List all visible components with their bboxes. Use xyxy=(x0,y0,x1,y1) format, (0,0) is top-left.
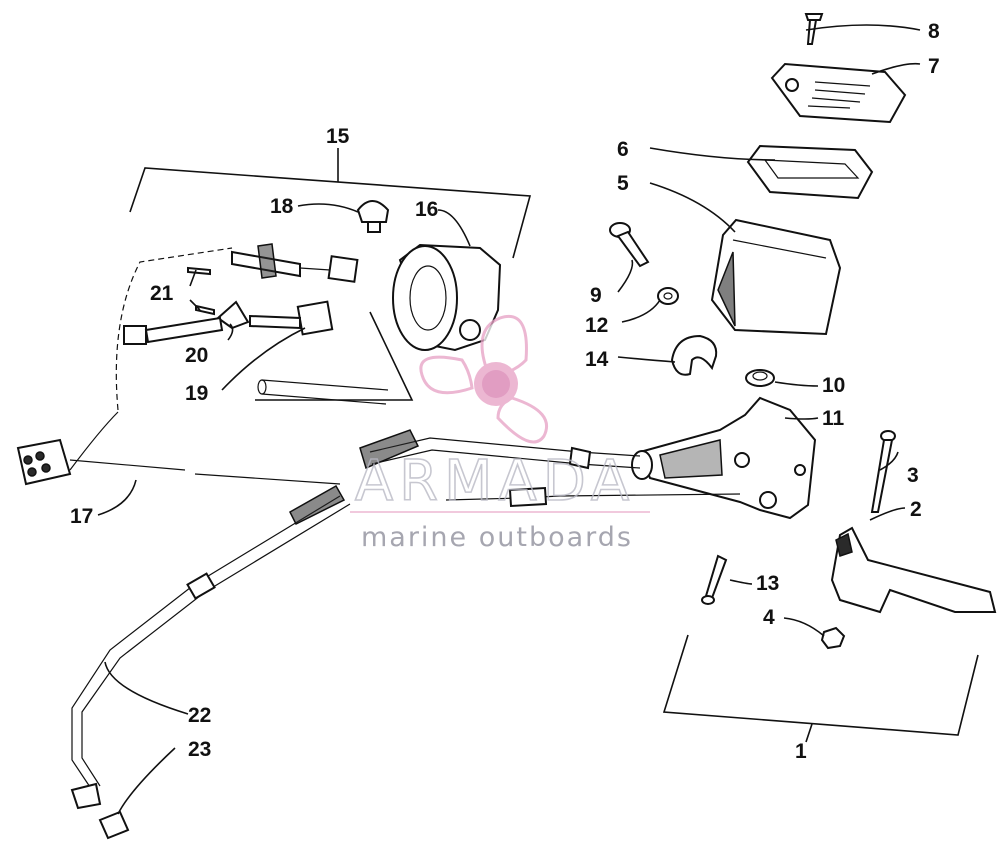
bracket-20 xyxy=(216,300,250,330)
callout-12: 12 xyxy=(585,314,608,337)
brand-watermark: ARMADA marine outboards xyxy=(350,315,650,553)
washer-12 xyxy=(657,287,679,305)
spare-tube xyxy=(257,379,389,405)
callout-6: 6 xyxy=(617,138,629,161)
leader-lines xyxy=(97,24,921,815)
housing-16 xyxy=(392,243,502,352)
diaphragm-6 xyxy=(746,144,874,200)
callout-16: 16 xyxy=(415,198,438,221)
brake-hose-22 xyxy=(70,484,351,810)
callout-1: 1 xyxy=(795,740,807,763)
nut-4 xyxy=(820,626,846,650)
reservoir-5 xyxy=(710,218,842,336)
propeller-logo-icon xyxy=(419,315,549,444)
lever-2 xyxy=(830,526,997,614)
callout-3: 3 xyxy=(907,464,919,487)
callout-7: 7 xyxy=(928,55,940,78)
oring-10 xyxy=(745,369,775,387)
callout-2: 2 xyxy=(910,498,922,521)
screws-21 xyxy=(187,266,215,316)
callout-10: 10 xyxy=(822,374,845,397)
brand-tagline: marine outboards xyxy=(361,522,633,553)
callout-15: 15 xyxy=(326,125,350,148)
callout-19: 19 xyxy=(185,382,208,405)
screw-8 xyxy=(804,13,824,45)
brand-name: ARMADA xyxy=(355,449,635,514)
wire-harness-17 xyxy=(16,247,233,486)
upper-hoses xyxy=(194,429,741,508)
group-bracket-15 xyxy=(129,148,532,401)
cover-7 xyxy=(770,62,907,124)
callout-5: 5 xyxy=(617,172,629,195)
master-cylinder-11 xyxy=(631,396,817,520)
callout-4: 4 xyxy=(763,606,775,629)
connector-upper xyxy=(231,243,359,283)
connector-19 xyxy=(123,300,334,345)
callout-labels: 8 7 6 5 9 12 14 10 11 3 2 13 4 1 15 18 1… xyxy=(70,20,940,763)
group-bracket-1 xyxy=(662,634,979,743)
callout-20: 20 xyxy=(185,344,208,367)
callout-13: 13 xyxy=(756,572,779,595)
screw-13 xyxy=(701,554,728,605)
clamp-14 xyxy=(670,334,718,376)
callout-8: 8 xyxy=(928,20,940,43)
callout-18: 18 xyxy=(270,195,294,218)
callout-17: 17 xyxy=(70,505,93,528)
callout-22: 22 xyxy=(188,704,211,727)
fitting-23 xyxy=(98,810,130,840)
bolt-9 xyxy=(609,222,650,268)
callout-14: 14 xyxy=(585,348,609,371)
callout-23: 23 xyxy=(188,738,211,761)
bulb-socket-18 xyxy=(356,200,390,233)
callout-21: 21 xyxy=(150,282,174,305)
bolt-3 xyxy=(870,430,896,513)
callout-11: 11 xyxy=(822,407,845,430)
callout-9: 9 xyxy=(590,284,602,307)
